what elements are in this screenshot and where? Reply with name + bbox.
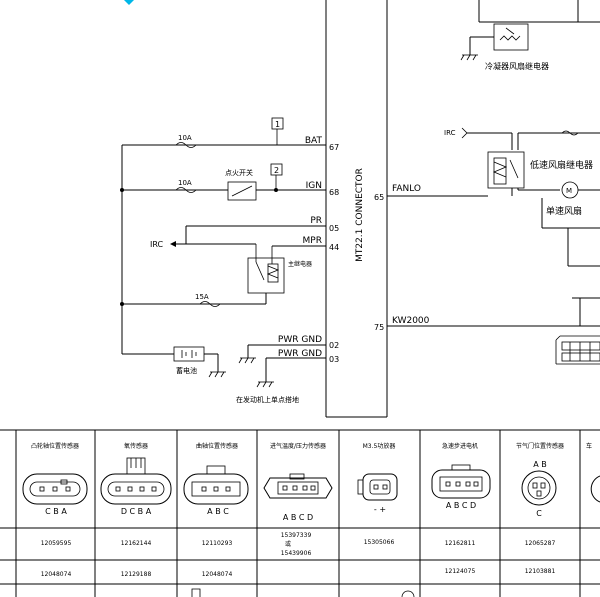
throttle-sensor-connector-icon (521, 470, 557, 506)
ground-note: 在发动机上单点搭地 (236, 395, 299, 404)
box-1-label: 1 (275, 120, 280, 129)
right-circuit: 冷凝器风扇继电器 IRC 低速风扇继电器 FANLO 65 M 单速风扇 KW2… (374, 0, 600, 365)
o2-sensor-connector-icon (100, 457, 172, 505)
main-relay-label: 主继电器 (288, 260, 312, 268)
fuse-bat-icon (175, 142, 197, 148)
low-speed-relay-label: 低速风扇继电器 (530, 159, 593, 171)
ecu-connector: MT22.1 CONNECTOR (325, 0, 388, 418)
box-2 (270, 163, 283, 176)
box-2-label: 2 (274, 166, 279, 175)
throttle-sensor-top-pins: A B (533, 460, 547, 469)
cam-sensor-connector-icon (22, 473, 88, 505)
fuse-ign-label: 10A (178, 179, 192, 187)
ground-icon-4 (460, 54, 478, 61)
header-intake-sensor: 进气温度/压力传感器 (270, 442, 326, 450)
pin-gnd2-name: PWR GND (278, 349, 322, 359)
part-row1-col2: 12162144 (121, 540, 152, 547)
pin-gnd2-num: 03 (329, 355, 339, 364)
fuse-relay-icon (199, 301, 221, 307)
low-speed-relay-icon (487, 151, 525, 189)
crank-sensor-connector-icon (183, 465, 249, 505)
part-row2-col1: 12048074 (41, 571, 72, 578)
pin-pr-num: 05 (329, 224, 339, 233)
part-row1-col4-alt: 15439906 (281, 550, 312, 557)
part-row2-col7: 12103881 (525, 568, 556, 575)
partial-shape-1 (191, 588, 201, 597)
header-cam-sensor: 凸轮轴位置传感器 (31, 442, 79, 450)
idle-motor-connector-icon (431, 464, 491, 499)
o2-sensor-pins: D C B A (121, 507, 152, 516)
idle-motor-pins: A B C D (446, 501, 476, 510)
part-row1-col5: 15305066 (364, 539, 395, 546)
part-row1-col1: 12059595 (41, 540, 72, 547)
header-idle-motor: 急速步进电机 (442, 442, 478, 450)
pin-ign-num: 68 (329, 188, 339, 197)
fan-motor-label: M (566, 187, 572, 195)
connector-title: MT22.1 CONNECTOR (355, 168, 365, 262)
crank-sensor-pins: A B C (207, 507, 229, 516)
main-relay-icon (247, 257, 285, 294)
header-o2-sensor: 氧传感器 (124, 442, 148, 450)
box-1 (271, 117, 284, 130)
parts-table: 凸轮轴位置传感器 氧传感器 曲轴位置传感器 进气温度/压力传感器 M3.5功放器… (0, 429, 600, 597)
pin-kw2000-name: KW2000 (392, 316, 430, 326)
pin-kw2000-num: 75 (374, 323, 384, 332)
battery-label: 蓄电池 (176, 366, 197, 375)
single-fan-label: 单速风扇 (546, 205, 582, 217)
pin-gnd1-num: 02 (329, 341, 339, 350)
header-amplifier: M3.5功放器 (363, 442, 396, 450)
part-row1-col6: 12162811 (445, 540, 476, 547)
part-row2-col2: 12129188 (121, 571, 152, 578)
fuse-relay-label: 15A (195, 293, 209, 301)
battery-icon (173, 346, 205, 362)
diagnostic-connector-icon (555, 297, 600, 365)
fuse-ign-icon (175, 187, 197, 193)
ignition-switch-icon (227, 181, 257, 201)
partial-shape-2 (401, 590, 415, 597)
header-crank-sensor: 曲轴位置传感器 (196, 442, 238, 450)
amplifier-connector-icon (357, 473, 398, 501)
part-row1-col7: 12065287 (525, 540, 556, 547)
fuse-bat-label: 10A (178, 134, 192, 142)
ignition-switch-label: 点火开关 (225, 168, 253, 177)
pin-mpr-num: 44 (329, 243, 339, 252)
irc-input-arrow-icon (461, 127, 468, 139)
left-circuit: 10A 1 10A 点火开关 2 IRC 主继电器 (120, 117, 326, 404)
irc-input-label: IRC (444, 129, 456, 137)
intake-sensor-pins: A B C D (283, 513, 313, 522)
irc-label: IRC (150, 240, 164, 249)
part-row2-col3: 12048074 (202, 571, 233, 578)
cursor-marker (124, 0, 134, 5)
pin-pr-name: PR (310, 216, 322, 226)
condenser-relay-label: 冷凝器风扇继电器 (485, 61, 549, 71)
header-partial: 车 (586, 442, 592, 450)
part-row1-col3: 12110293 (202, 540, 233, 547)
partial-connector-icon (590, 475, 600, 503)
part-row1-col4-or: 或 (285, 540, 291, 548)
fan-fuse-icon (561, 130, 579, 136)
left-pins: BAT 67 IGN 68 PR 05 MPR 44 PWR GND 02 PW… (278, 136, 339, 364)
pin-bat-name: BAT (305, 136, 323, 146)
ground-icon-2 (238, 357, 256, 364)
pin-gnd1-name: PWR GND (278, 335, 322, 345)
part-row2-col6: 12124075 (445, 568, 476, 575)
ground-icon-1 (208, 371, 226, 378)
throttle-sensor-pins: C (536, 509, 542, 518)
pin-ign-name: IGN (306, 181, 322, 191)
amplifier-pins: - + (374, 505, 386, 514)
pin-bat-num: 67 (329, 143, 339, 152)
pin-fanlo-num: 65 (374, 193, 384, 202)
irc-arrow-icon (170, 241, 176, 247)
intake-sensor-connector-icon (263, 473, 333, 499)
header-throttle-sensor: 节气门位置传感器 (516, 442, 564, 450)
part-row1-col4: 15397339 (281, 532, 312, 539)
ground-icon-3 (256, 381, 274, 388)
pin-fanlo-name: FANLO (392, 184, 421, 194)
cam-sensor-pins: C B A (45, 507, 67, 516)
pin-mpr-name: MPR (303, 236, 322, 246)
